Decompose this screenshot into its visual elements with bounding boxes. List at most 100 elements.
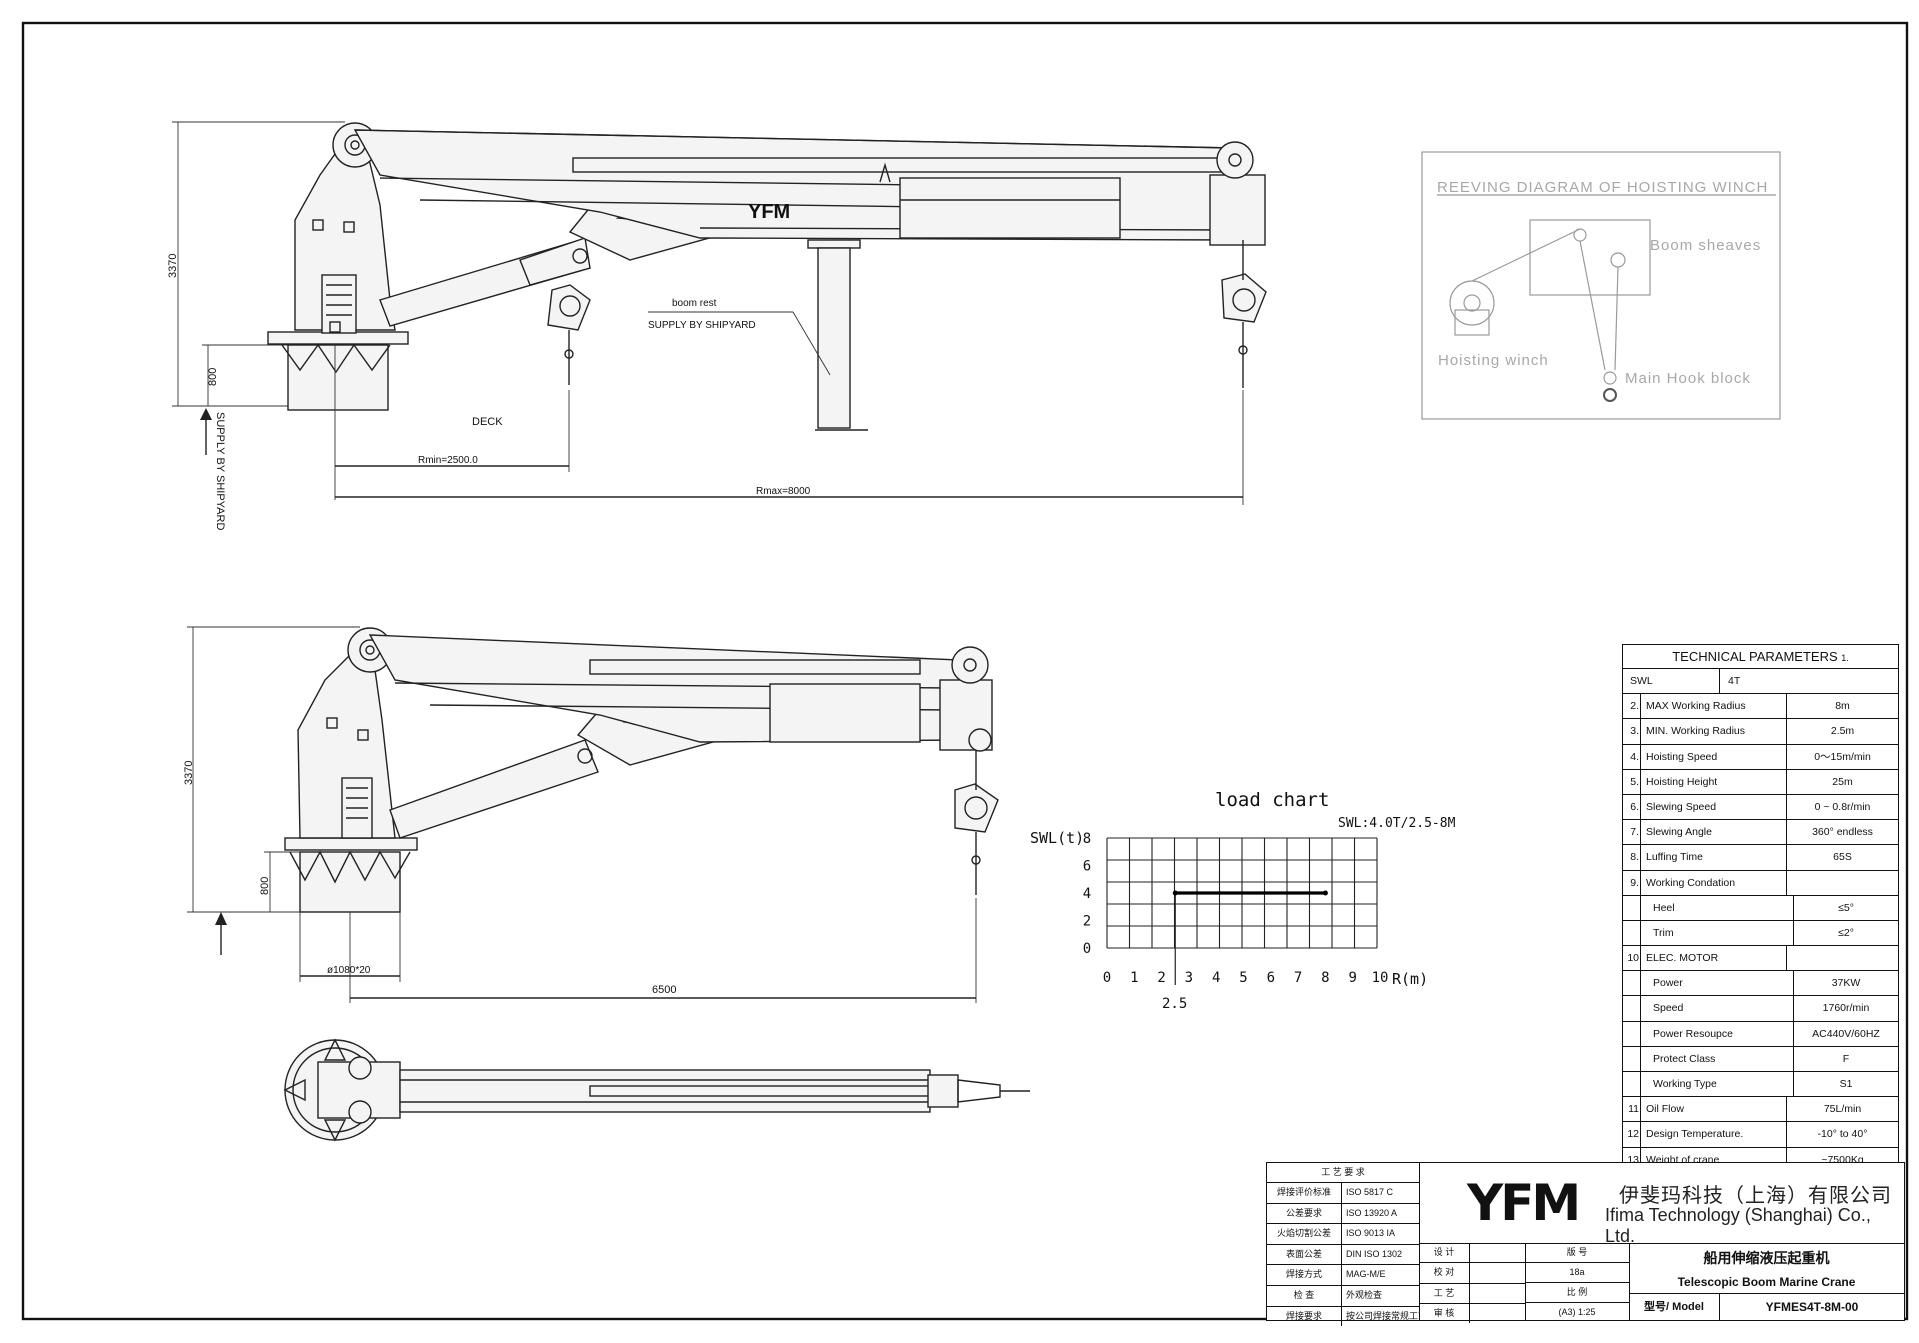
tech-param-value bbox=[1787, 946, 1898, 970]
chart-y-tick-label: 2 bbox=[1083, 914, 1091, 930]
top-boom-logo: YFM bbox=[748, 201, 790, 223]
chart-series bbox=[1172, 890, 1328, 896]
tech-param-number: 12 bbox=[1623, 1122, 1641, 1147]
product-name-en: Telescopic Boom Marine Crane bbox=[1629, 1271, 1904, 1294]
tech-param-row: Heel≤5° bbox=[1623, 895, 1898, 921]
tech-param-number: 9. bbox=[1623, 870, 1641, 895]
requirement-key: 焊接要求 bbox=[1267, 1306, 1342, 1327]
chart-title: load chart bbox=[1215, 789, 1329, 811]
tech-param-name: Hoisting Speed bbox=[1641, 744, 1787, 769]
chart-extra-xlabel: 2.5 bbox=[1162, 996, 1187, 1012]
tech-param-value: -10° to 40° bbox=[1817, 1128, 1868, 1141]
tech-param-number bbox=[1623, 1072, 1641, 1097]
sign-role: 设 计 bbox=[1419, 1243, 1470, 1263]
requirement-key: 检 查 bbox=[1267, 1285, 1342, 1306]
requirement-value: ISO 13920 A bbox=[1346, 1207, 1398, 1218]
reeving-diagram: REEVING DIAGRAM OF HOISTING WINCH Boom s… bbox=[1421, 151, 1781, 420]
chart-x-tick-label: 8 bbox=[1321, 970, 1329, 986]
tech-param-name: MIN. Working Radius bbox=[1641, 719, 1787, 744]
company-header: YFM 伊斐玛科技（上海）有限公司 Ifima Technology (Shan… bbox=[1419, 1163, 1904, 1246]
tech-param-row: Trim ≤2° bbox=[1623, 920, 1898, 947]
tech-param-name: Trim bbox=[1641, 920, 1794, 946]
tech-param-value: 360° endless bbox=[1812, 826, 1873, 839]
tech-param-number: 4. bbox=[1623, 744, 1641, 769]
bottom-base-dim: ø1080*20 bbox=[327, 965, 371, 976]
chart-x-tick-label: 2 bbox=[1157, 970, 1165, 986]
sign-value bbox=[1470, 1284, 1525, 1303]
tech-param-number bbox=[1623, 895, 1641, 920]
tech-param-value: 2.5m bbox=[1830, 725, 1855, 738]
requirement-row: 焊接要求按公司焊接常规工艺 bbox=[1267, 1306, 1419, 1327]
requirement-key: 焊接评价标准 bbox=[1267, 1183, 1342, 1203]
company-name-en: Ifima Technology (Shanghai) Co., Ltd. bbox=[1605, 1205, 1871, 1246]
tech-param-name: Protect Class bbox=[1641, 1046, 1794, 1071]
tech-param-value: ≤2° bbox=[1838, 926, 1854, 939]
company-name-cn: 伊斐玛科技（上海）有限公司 bbox=[1619, 1185, 1892, 1207]
requirement-value: ISO 9013 IA bbox=[1346, 1228, 1396, 1239]
tech-param-name: Power bbox=[1641, 971, 1794, 996]
requirement-key: 表面公差 bbox=[1267, 1244, 1342, 1265]
chart-y-tick-label: 0 bbox=[1083, 941, 1091, 957]
tech-param-value: AC440V/60HZ bbox=[1812, 1027, 1880, 1040]
tech-param-name: ELEC. MOTOR bbox=[1641, 946, 1787, 971]
tech-param-number bbox=[1623, 1046, 1641, 1071]
chart-x-tick-label: 10 bbox=[1372, 970, 1389, 986]
tech-param-name: Oil Flow bbox=[1641, 1097, 1787, 1122]
tech-params-title: TECHNICAL PARAMETERS bbox=[1672, 649, 1838, 664]
plan-view bbox=[283, 1038, 1030, 1142]
requirement-row: 表面公差 DIN ISO 1302 bbox=[1267, 1244, 1419, 1266]
top-hook-far bbox=[1221, 240, 1267, 388]
chart-x-tick-label: 7 bbox=[1294, 970, 1302, 986]
product-name-cn: 船用伸缩液压起重机 bbox=[1703, 1250, 1830, 1266]
side-view-bottom: 3370 800 bbox=[183, 626, 999, 1003]
tech-param-number bbox=[1623, 1021, 1641, 1046]
tech-param-value: 0～15m/min bbox=[1814, 750, 1871, 763]
sign-value bbox=[1470, 1304, 1525, 1323]
scale-value: (A3) 1:25 bbox=[1558, 1307, 1596, 1317]
tech-param-number: 3. bbox=[1623, 719, 1641, 744]
boom-rest-supply: SUPPLY BY SHIPYARD bbox=[648, 320, 756, 331]
tech-param-number: 10 bbox=[1623, 946, 1641, 971]
tech-param-row: 3.MIN. Working Radius 2.5m bbox=[1623, 719, 1898, 745]
tech-param-row: 4.Hoisting Speed 0～15m/min bbox=[1623, 744, 1898, 770]
tech-param-number bbox=[1623, 920, 1641, 946]
tech-param-number: 11 bbox=[1623, 1097, 1641, 1122]
load-chart: load chart SWL:4.0T/2.5-8M SWL(t) R(m) 2… bbox=[1030, 789, 1456, 1012]
requirement-key: 火焰切割公差 bbox=[1267, 1224, 1342, 1244]
tech-params-header: TECHNICAL PARAMETERS 1. bbox=[1623, 645, 1898, 669]
tech-param-name: Slewing Angle bbox=[1641, 820, 1787, 845]
tech-param-name: Speed bbox=[1641, 996, 1794, 1021]
sign-role: 校 对 bbox=[1419, 1263, 1470, 1283]
requirement-value: 外观检查 bbox=[1346, 1289, 1383, 1300]
requirement-value: MAG-M/E bbox=[1346, 1269, 1386, 1280]
boom-rest-label: boom rest bbox=[672, 298, 717, 309]
reeving-hoisting-winch: Hoisting winch bbox=[1438, 352, 1549, 369]
chart-x-tick-label: 5 bbox=[1239, 970, 1247, 986]
top-hook-near bbox=[547, 284, 591, 385]
requirement-value: DIN ISO 1302 bbox=[1346, 1248, 1403, 1259]
bottom-height-dim: 3370 bbox=[183, 761, 195, 785]
chart-x-tick-label: 1 bbox=[1130, 970, 1138, 986]
sign-row: 工 艺 bbox=[1419, 1283, 1525, 1304]
sign-role: 工 艺 bbox=[1419, 1283, 1470, 1303]
top-pedestal-dim: 800 bbox=[207, 368, 219, 386]
tech-param-number: 8. bbox=[1623, 845, 1641, 870]
chart-y-tick-label: 4 bbox=[1083, 886, 1091, 902]
tech-param-value: 4T bbox=[1728, 675, 1741, 687]
requirement-row: 火焰切割公差 ISO 9013 IA bbox=[1267, 1224, 1419, 1245]
chart-x-tick-label: 0 bbox=[1103, 970, 1111, 986]
rmax-label: Rmax=8000 bbox=[756, 486, 811, 497]
requirement-row: 检 查外观检查 bbox=[1267, 1285, 1419, 1307]
